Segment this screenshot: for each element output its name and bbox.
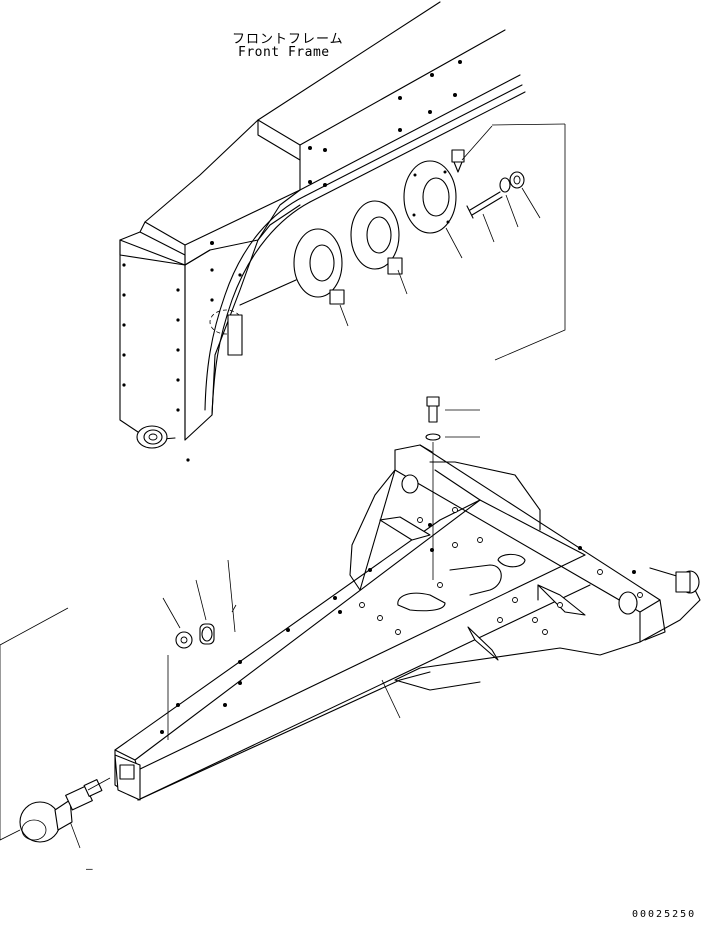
leader-lines-lower xyxy=(0,560,400,848)
stud-bolt xyxy=(467,192,502,218)
front-frame-upper xyxy=(120,2,525,462)
rear-frame-lower xyxy=(115,445,700,800)
ball-pin xyxy=(20,778,110,842)
nut-upper xyxy=(510,172,524,188)
bearing-flange-left xyxy=(240,229,344,305)
leader-lines-upper xyxy=(340,124,565,360)
washer-lower xyxy=(176,632,192,648)
title-japanese: フロントフレーム xyxy=(232,32,344,47)
footnote-mark: – xyxy=(86,862,93,875)
nut-lower xyxy=(200,624,214,644)
washer-upper xyxy=(500,178,510,192)
title-english: Front Frame xyxy=(238,45,330,60)
document-number: 00025250 xyxy=(632,909,697,920)
bearing-flange-middle xyxy=(351,201,402,274)
grease-fitting xyxy=(452,150,464,172)
bolt-vertical xyxy=(426,397,480,580)
bearing-flange-right xyxy=(404,161,456,233)
